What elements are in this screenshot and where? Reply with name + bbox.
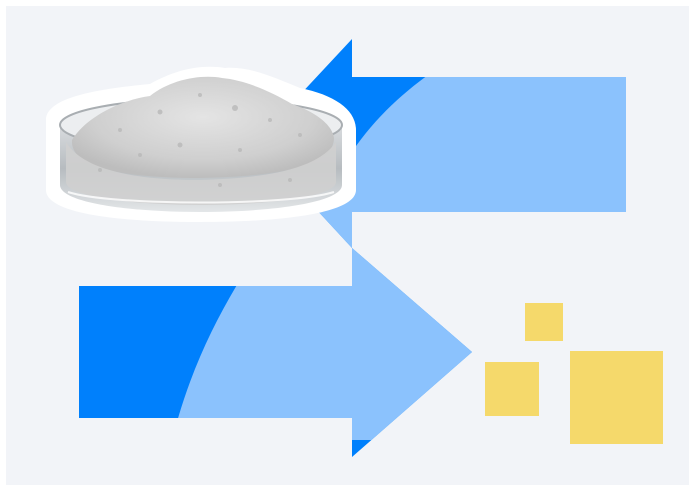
- powder-fill: [66, 142, 336, 205]
- right-arrow-icon: [79, 248, 472, 457]
- dish-highlight: [67, 191, 335, 204]
- right-arrow-light-part: [172, 248, 472, 440]
- powder-pile: [71, 76, 334, 178]
- large-square: [570, 351, 663, 444]
- square-cluster-icon: [485, 303, 663, 444]
- small-square: [525, 303, 563, 341]
- powder-texture: [98, 93, 302, 187]
- medium-square: [485, 362, 539, 416]
- petri-dish-powder-icon: [46, 66, 356, 222]
